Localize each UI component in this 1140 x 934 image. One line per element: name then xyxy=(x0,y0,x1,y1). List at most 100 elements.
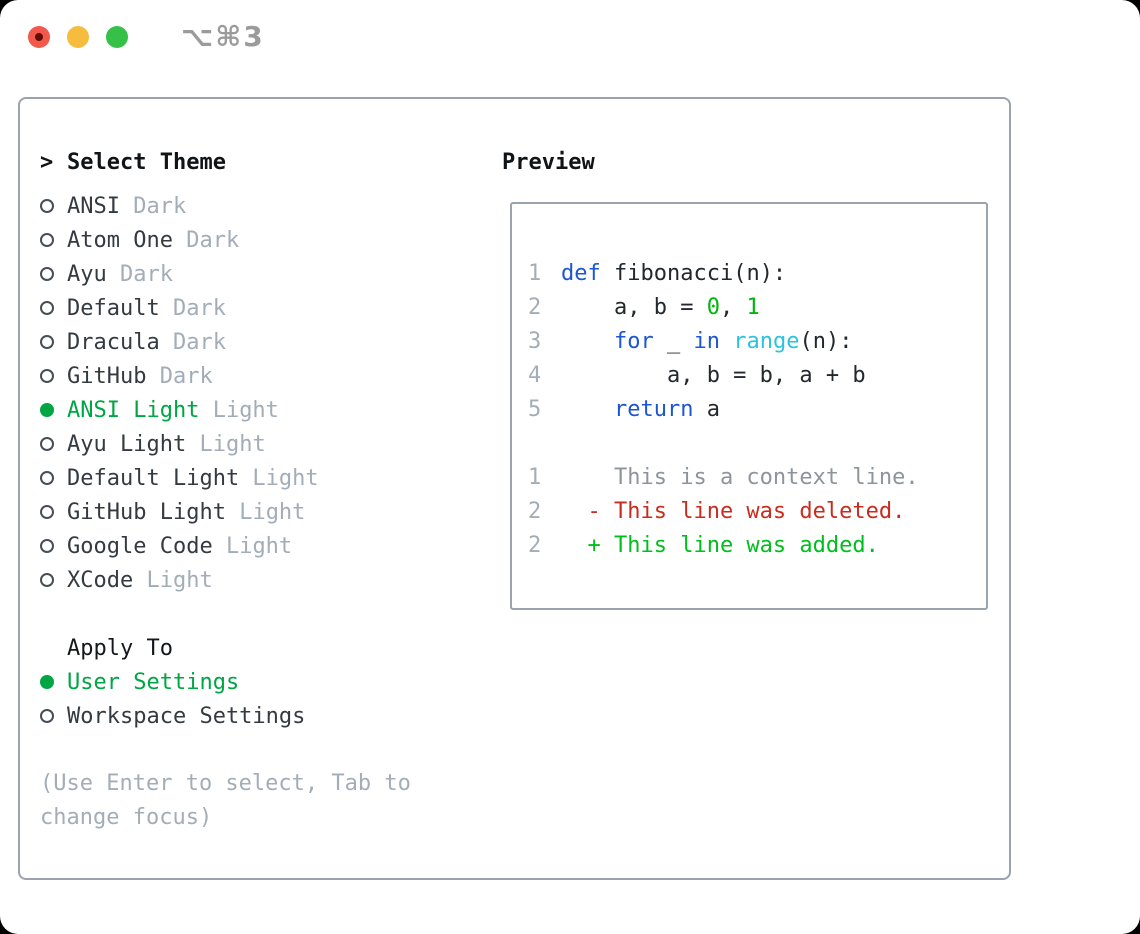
radio-icon xyxy=(40,199,54,213)
theme-option-ansi-light-light[interactable]: ANSI Light Light xyxy=(40,393,480,427)
preview-title: Preview xyxy=(502,149,595,175)
diff-line-added: 2 + This line was added. xyxy=(528,528,986,562)
radio-icon xyxy=(40,335,54,349)
selection-caret-icon: > xyxy=(40,149,54,175)
theme-name: Ayu Light xyxy=(67,431,187,457)
line-number: 1 xyxy=(528,464,542,490)
theme-option-google-code-light[interactable]: Google Code Light xyxy=(40,529,480,563)
theme-variant: Dark xyxy=(159,295,226,321)
theme-variant: Light xyxy=(133,567,213,593)
select-theme-header: > Select Theme xyxy=(40,145,480,179)
theme-variant: Light xyxy=(186,431,266,457)
code-text: def fibonacci(n): xyxy=(561,260,787,286)
diff-preview: 1 This is a context line.2 - This line w… xyxy=(528,460,986,562)
spacer xyxy=(40,733,480,767)
theme-variant: Light xyxy=(225,499,306,525)
theme-variant: Light xyxy=(239,465,319,491)
diff-line-deleted: 2 - This line was deleted. xyxy=(528,494,986,528)
theme-name: Default xyxy=(67,295,160,321)
line-number: 1 xyxy=(528,260,542,286)
theme-option-ayu-dark[interactable]: Ayu Dark xyxy=(40,257,480,291)
select-theme-title: Select Theme xyxy=(67,149,226,175)
radio-option-workspace-settings[interactable]: Workspace Settings xyxy=(40,699,480,733)
theme-option-atom-one-dark[interactable]: Atom One Dark xyxy=(40,223,480,257)
radio-icon xyxy=(40,709,54,723)
theme-option-ansi-dark[interactable]: ANSI Dark xyxy=(40,189,480,223)
radio-icon xyxy=(40,471,54,485)
usage-hint: (Use Enter to select, Tab to change focu… xyxy=(40,771,411,830)
radio-icon xyxy=(40,301,54,315)
radio-icon xyxy=(40,369,54,383)
code-text: a, b = b, a + b xyxy=(561,362,866,388)
code-text: a, b = 0, 1 xyxy=(561,294,760,320)
radio-icon xyxy=(40,675,54,689)
radio-icon xyxy=(40,505,54,519)
preview-header: Preview xyxy=(502,145,595,179)
code-line: 3 for _ in range(n): xyxy=(528,324,986,358)
theme-name: Google Code xyxy=(67,533,213,559)
theme-option-ayu-light-light[interactable]: Ayu Light Light xyxy=(40,427,480,461)
theme-name: XCode xyxy=(67,567,134,593)
code-line: 5 return a xyxy=(528,392,986,426)
radio-icon xyxy=(40,573,54,587)
code-text: return a xyxy=(613,396,720,422)
radio-icon xyxy=(40,403,54,417)
code-line: 1 def fibonacci(n): xyxy=(528,256,986,290)
theme-variant: Dark xyxy=(119,193,187,219)
theme-option-default-light-light[interactable]: Default Light Light xyxy=(40,461,480,495)
theme-variant: Light xyxy=(212,533,293,559)
theme-name: GitHub Light xyxy=(67,499,226,525)
diff-text: - This line was deleted. xyxy=(561,498,906,524)
theme-name: Default Light xyxy=(67,465,240,491)
theme-variant: Light xyxy=(199,397,279,423)
minimize-button[interactable] xyxy=(67,26,89,48)
line-number: 2 xyxy=(528,498,542,524)
titlebar: ⌥⌘3 xyxy=(28,20,265,53)
spacer xyxy=(528,426,986,460)
theme-option-github-light-light[interactable]: GitHub Light Light xyxy=(40,495,480,529)
spacer xyxy=(40,597,480,631)
diff-text: + This line was added. xyxy=(561,532,879,558)
code-line: 2 a, b = 0, 1 xyxy=(528,290,986,324)
radio-icon xyxy=(40,233,54,247)
option-label: User Settings xyxy=(67,669,240,695)
line-number: 2 xyxy=(528,532,542,558)
code-line: 4 a, b = b, a + b xyxy=(528,358,986,392)
unsaved-indicator-icon xyxy=(35,33,43,41)
close-button[interactable] xyxy=(28,26,50,48)
theme-variant: Dark xyxy=(106,261,173,287)
radio-icon xyxy=(40,437,54,451)
code-text: for _ in range(n): xyxy=(613,328,853,354)
line-number: 5 xyxy=(528,396,542,422)
zoom-button[interactable] xyxy=(106,26,128,48)
theme-name: ANSI Light xyxy=(67,397,200,423)
theme-option-xcode-light[interactable]: XCode Light xyxy=(40,563,480,597)
diff-line-context: 1 This is a context line. xyxy=(528,460,986,494)
theme-name: Dracula xyxy=(67,329,160,355)
theme-name: ANSI xyxy=(67,193,120,219)
apply-to-title: Apply To xyxy=(67,635,173,661)
option-label: Workspace Settings xyxy=(67,703,306,729)
keyboard-shortcut-label: ⌥⌘3 xyxy=(181,20,265,53)
theme-name: Atom One xyxy=(67,227,173,253)
theme-variant: Dark xyxy=(159,329,226,355)
theme-option-github-dark[interactable]: GitHub Dark xyxy=(40,359,480,393)
theme-name: Ayu xyxy=(67,261,107,287)
radio-icon xyxy=(40,267,54,281)
line-number: 4 xyxy=(528,362,542,388)
theme-variant: Dark xyxy=(172,227,240,253)
theme-variant: Dark xyxy=(146,363,213,389)
theme-option-default-dark[interactable]: Default Dark xyxy=(40,291,480,325)
radio-icon xyxy=(40,539,54,553)
radio-option-user-settings[interactable]: User Settings xyxy=(40,665,480,699)
apply-to-header: Apply To xyxy=(40,631,480,665)
theme-option-dracula-dark[interactable]: Dracula Dark xyxy=(40,325,480,359)
theme-name: GitHub xyxy=(67,363,147,389)
